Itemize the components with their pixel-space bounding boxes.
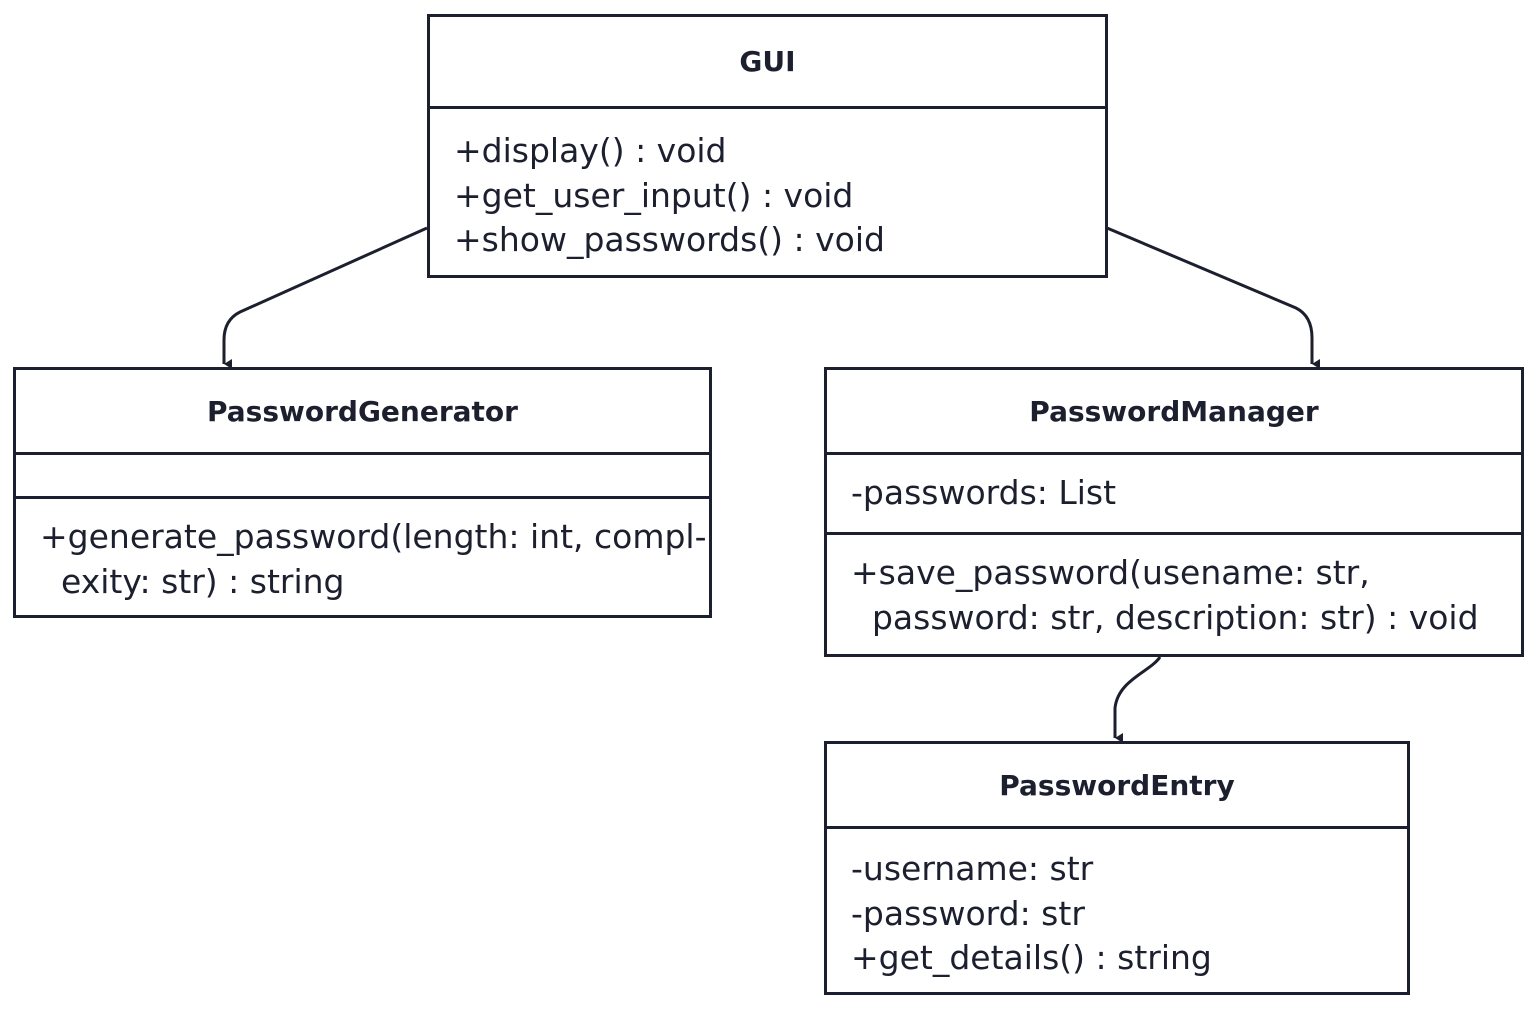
attribute-password: -password: str <box>851 893 1085 933</box>
method-display: +display() : void <box>454 131 727 170</box>
methods-compartment-passwordmanager: +save_password(usename: str, password: s… <box>827 535 1521 640</box>
attribute-passwords: -passwords: List <box>851 473 1117 512</box>
attributes-compartment-passwordmanager: -passwords: List <box>827 455 1521 535</box>
method-show-passwords: +show_passwords() : void <box>454 220 885 259</box>
class-name-passwordmanager: PasswordManager <box>827 370 1521 455</box>
class-passwordgenerator: PasswordGenerator +generate_password(len… <box>13 367 712 618</box>
method-save-password: +save_password(usename: str, password: s… <box>851 553 1479 637</box>
class-name-passwordentry: PasswordEntry <box>827 744 1407 829</box>
method-generate-password: +generate_password(length: int, compl- e… <box>40 517 707 601</box>
attributes-compartment-passwordgenerator <box>16 455 709 499</box>
connector-gui-to-passwordmanager <box>1106 226 1320 369</box>
class-name-gui: GUI <box>430 17 1105 109</box>
methods-compartment-gui: +display() : void +get_user_input() : vo… <box>430 109 1105 263</box>
class-passwordmanager: PasswordManager -passwords: List +save_p… <box>824 367 1524 657</box>
class-passwordentry: PasswordEntry -username: str -password: … <box>824 741 1410 995</box>
members-compartment-passwordentry: -username: str -password: str +get_detai… <box>827 829 1407 981</box>
attribute-username: -username: str <box>851 849 1094 888</box>
connector-gui-to-passwordgenerator <box>222 226 428 369</box>
methods-compartment-passwordgenerator: +generate_password(length: int, compl- e… <box>16 499 709 604</box>
class-gui: GUI +display() : void +get_user_input() … <box>427 14 1108 278</box>
class-name-passwordgenerator: PasswordGenerator <box>16 370 709 455</box>
method-get-details: +get_details() : string <box>851 938 1212 977</box>
method-get-user-input: +get_user_input() : void <box>454 175 854 215</box>
connector-passwordmanager-to-passwordentry <box>1113 656 1162 743</box>
